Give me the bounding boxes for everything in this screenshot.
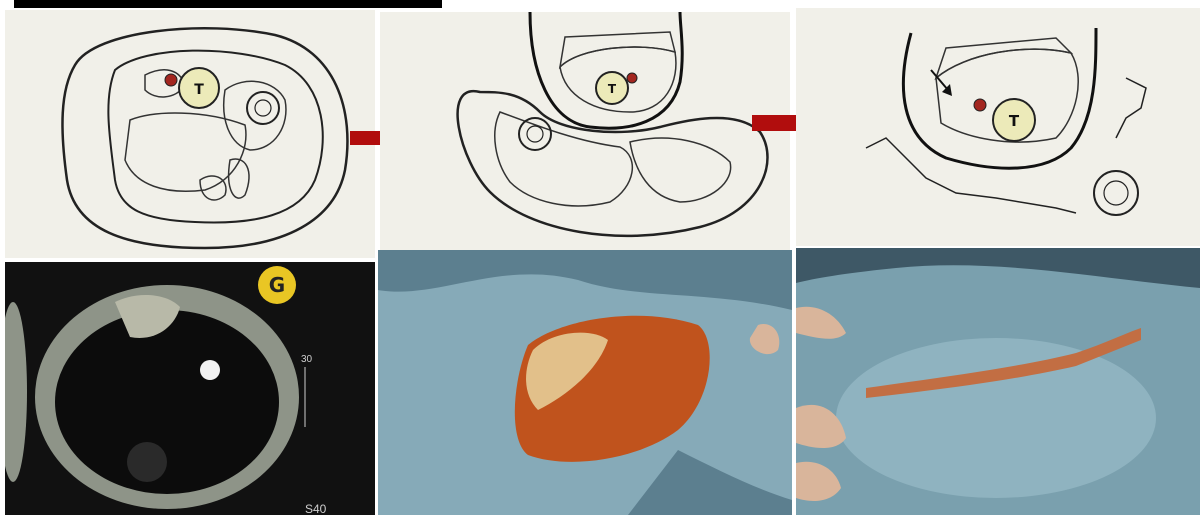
harvested-vessel-photo bbox=[796, 248, 1200, 515]
mri-scale-label: 30 bbox=[301, 354, 313, 365]
vessel-mark bbox=[627, 73, 637, 83]
resected-specimen-photo bbox=[378, 250, 792, 515]
vessel-mark bbox=[165, 74, 177, 86]
sketch-panel-2: T bbox=[380, 12, 790, 250]
mri-footer-label: S40 bbox=[305, 502, 327, 515]
top-black-bar bbox=[14, 0, 442, 8]
specimen-photo-panel bbox=[378, 250, 792, 515]
closure-drawing: T bbox=[796, 8, 1200, 246]
resection-drawing: T bbox=[380, 12, 790, 250]
tumor-label: T bbox=[1009, 112, 1020, 130]
thigh-cross-section-drawing: T bbox=[5, 10, 375, 258]
mri-scan-image: G 30 S40 bbox=[5, 262, 375, 515]
mri-panel: G 30 S40 bbox=[5, 262, 375, 515]
sketch-panel-3: T bbox=[796, 8, 1200, 246]
vein-photo-panel bbox=[796, 248, 1200, 515]
tumor-label: T bbox=[608, 82, 617, 96]
mri-badge-label: G bbox=[269, 273, 285, 297]
tumor-label: T bbox=[194, 82, 204, 98]
vessel-mark bbox=[974, 99, 986, 111]
sketch-panel-1: T bbox=[5, 10, 375, 258]
